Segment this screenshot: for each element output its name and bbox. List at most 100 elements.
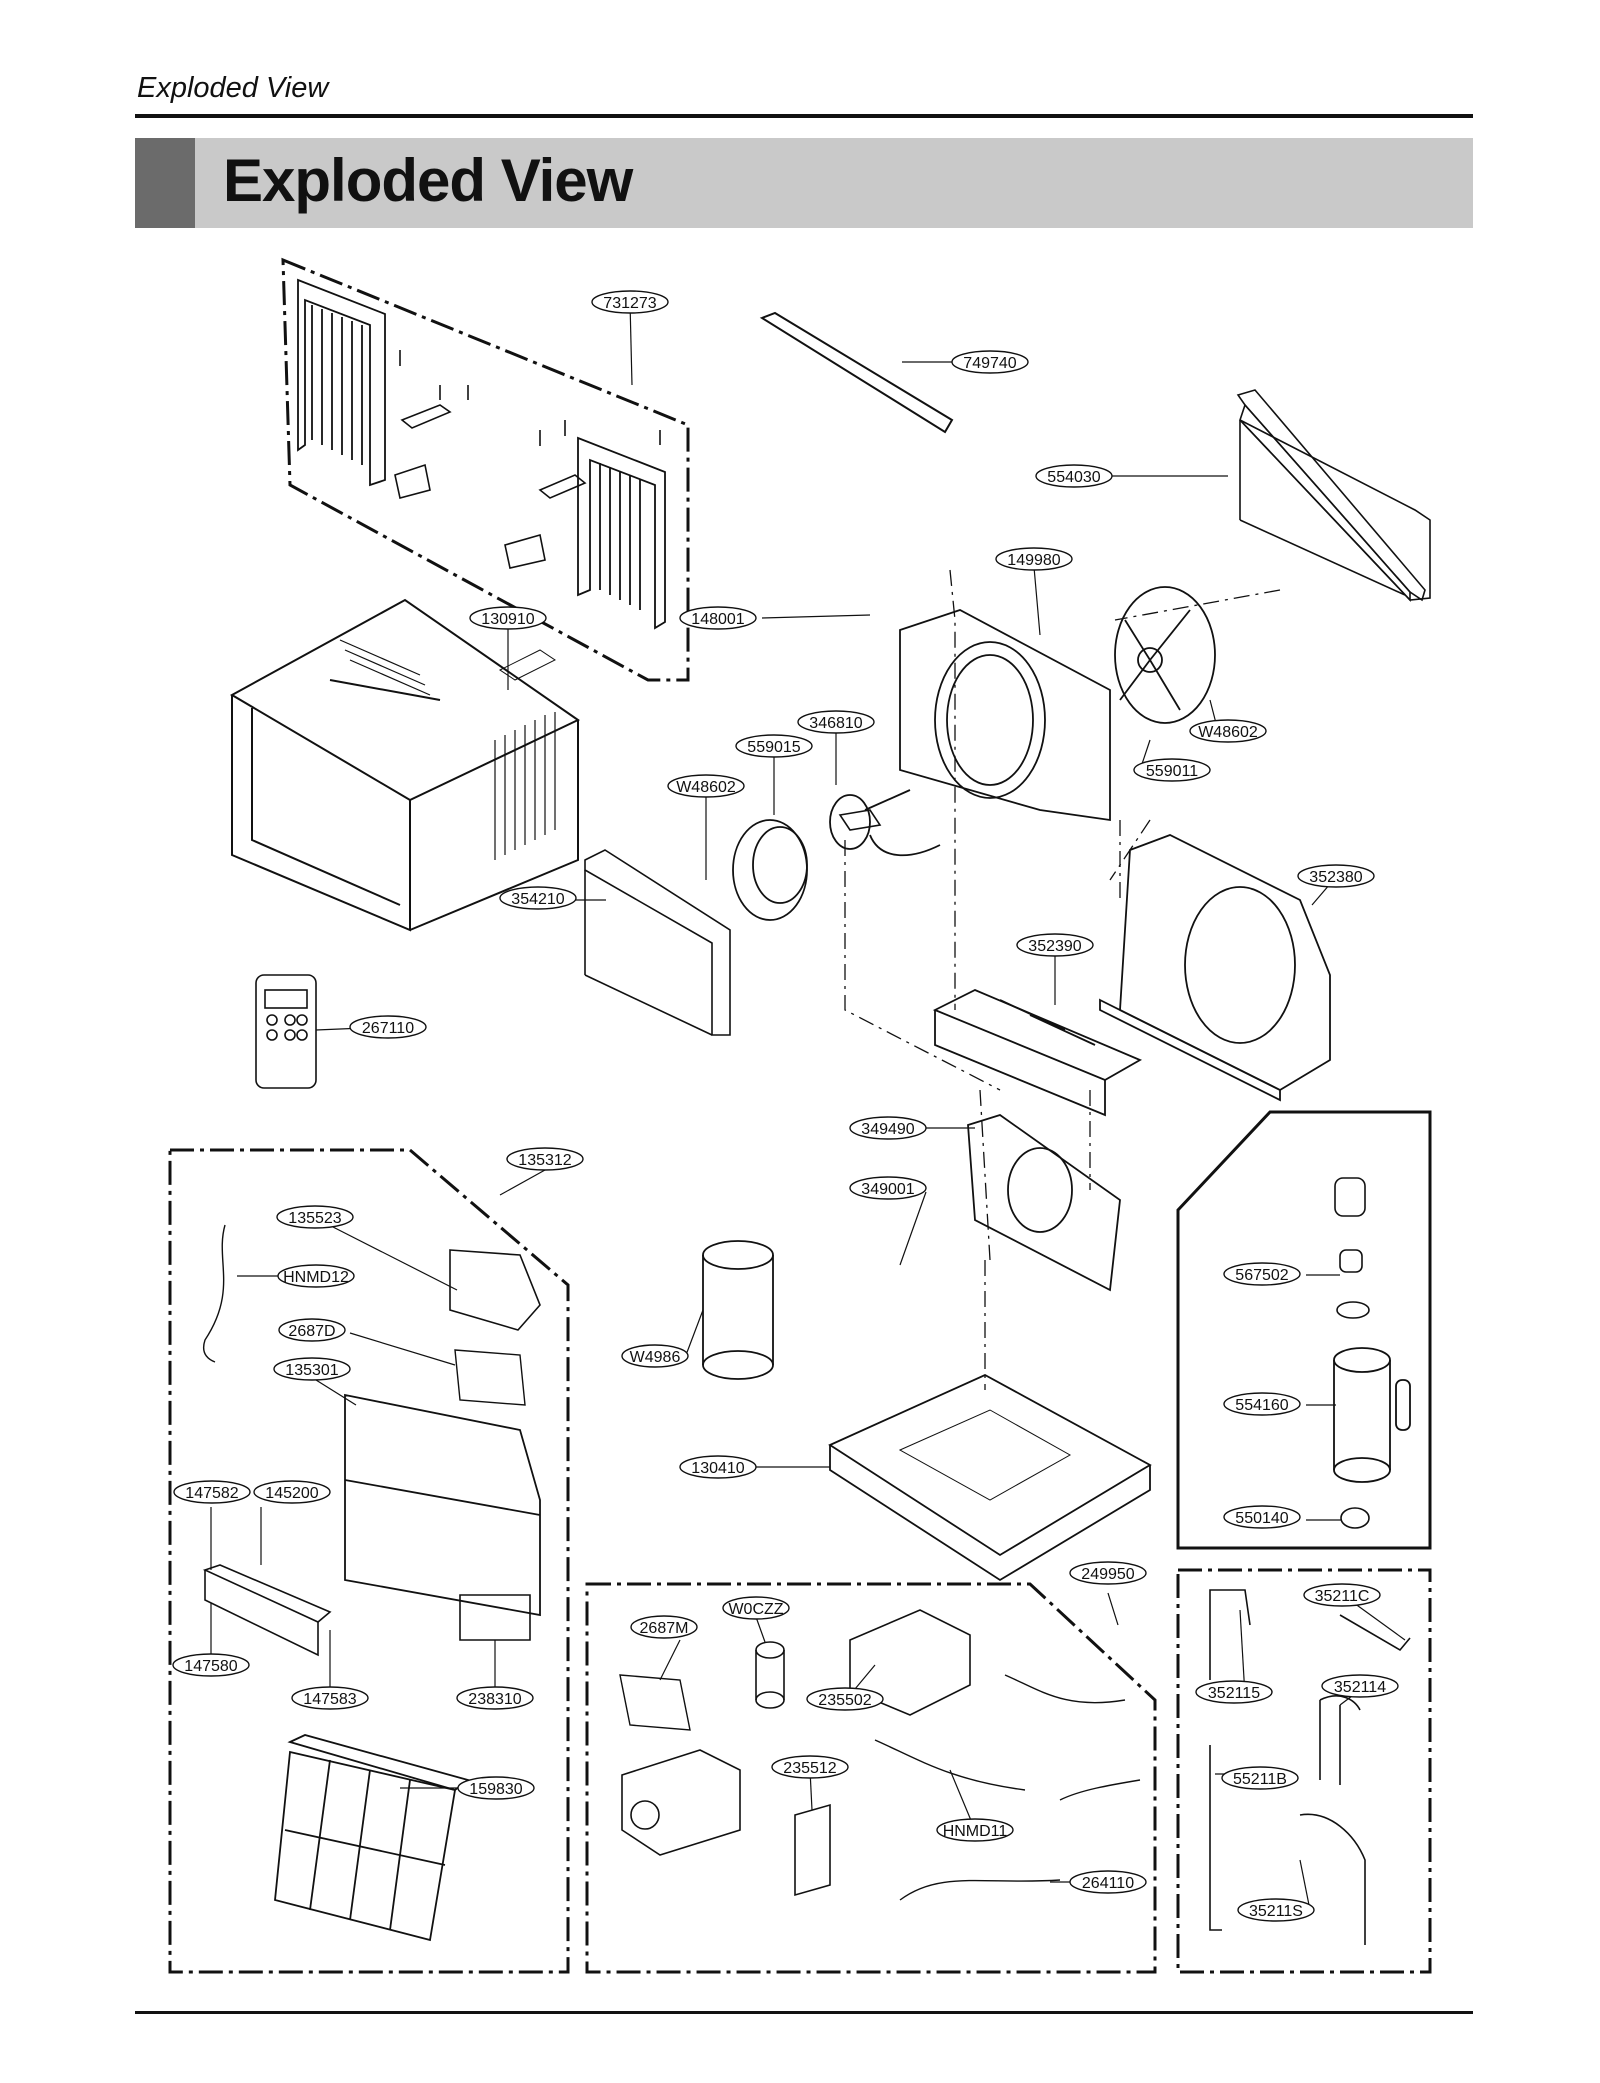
part-callout-238310: 238310 [456, 1686, 534, 1710]
part-callout-135312: 135312 [506, 1147, 584, 1171]
base-pan [828, 1373, 1152, 1582]
part-callout-bubble [951, 350, 1029, 374]
part-callout-147582: 147582 [173, 1480, 251, 1504]
part-number-label: 550140 [1235, 1510, 1288, 1527]
tubing-352115 [1209, 1589, 1251, 1680]
part-callout-bubble [936, 1818, 1014, 1842]
part-number-label: 135523 [288, 1210, 341, 1227]
part-callout-w48602b: W48602 [1189, 719, 1267, 743]
part-number-label: 147580 [184, 1658, 237, 1675]
part-number-label: 235512 [783, 1760, 836, 1777]
part-number-label: 148001 [691, 611, 744, 628]
part-callout-352115: 352115 [1195, 1680, 1273, 1704]
part-callout-346810: 346810 [797, 710, 875, 734]
part-callout-bubble [1303, 1583, 1381, 1607]
part-callout-135301: 135301 [273, 1357, 351, 1381]
part-callout-559011: 559011 [1133, 758, 1211, 782]
part-callout-235502: 235502 [806, 1687, 884, 1711]
part-callout-bubble [499, 886, 577, 910]
part-callout-147583: 147583 [291, 1686, 369, 1710]
part-callout-264110: 264110 [1069, 1870, 1147, 1894]
part-callout-148001: 148001 [679, 606, 757, 630]
running-header: Exploded View [137, 72, 329, 104]
condenser-coil [1236, 389, 1431, 603]
part-number-label: 130410 [691, 1460, 744, 1477]
tubing-group-boundary [1176, 1568, 1432, 1974]
part-number-label: 349001 [861, 1181, 914, 1198]
harness-hnmd12 [203, 1224, 226, 1363]
part-callout-352390: 352390 [1016, 933, 1094, 957]
front-grille [344, 1393, 541, 1617]
part-callout-235512: 235512 [771, 1755, 849, 1779]
part-number-label: 159830 [469, 1781, 522, 1798]
part-callout-w4986: W4986 [621, 1344, 689, 1368]
part-callout-550140: 550140 [1223, 1505, 1301, 1529]
part-callout-bubble [1069, 1870, 1147, 1894]
part-callout-2687m: 2687M [630, 1615, 698, 1639]
part-callout-2687d: 2687D [278, 1318, 346, 1342]
blower-wheel [732, 819, 808, 921]
part-number-label: 149980 [1007, 552, 1060, 569]
part-callout-bubble [1195, 1680, 1273, 1704]
control-group-boundary [168, 1148, 570, 1974]
part-callout-bubble [506, 1147, 584, 1171]
part-number-label: 267110 [362, 1020, 414, 1037]
part-callout-349490: 349490 [849, 1116, 927, 1140]
assembly-guides [844, 569, 1281, 1390]
part-callout-135523: 135523 [276, 1205, 354, 1229]
part-callout-bubble [469, 606, 547, 630]
part-callout-bubble [456, 1686, 534, 1710]
part-callout-bubble [349, 1015, 427, 1039]
part-number-label: 554030 [1047, 469, 1100, 486]
part-number-label: 349490 [861, 1121, 914, 1138]
part-number-label: 135312 [518, 1152, 571, 1169]
part-callout-349001: 349001 [849, 1176, 927, 1200]
part-number-label: 554160 [1235, 1397, 1288, 1414]
title-tab [135, 138, 195, 228]
fan-shroud [899, 609, 1111, 822]
part-callout-bubble [457, 1776, 535, 1800]
part-number-label: 346810 [809, 715, 862, 732]
run-capacitor [755, 1641, 785, 1709]
part-callout-bubble [995, 547, 1073, 571]
evaporator-coil [584, 849, 731, 1036]
relay-235512 [794, 1803, 831, 1897]
part-number-label: 2687D [288, 1323, 335, 1340]
part-number-label: W48602 [1198, 724, 1258, 741]
part-callout-bubble [278, 1318, 346, 1342]
part-callout-bubble [797, 710, 875, 734]
part-callout-354210: 354210 [499, 886, 577, 910]
pcb-2687D [454, 1349, 526, 1406]
tubing-55211B [1209, 1745, 1222, 1931]
part-number-label: 135301 [285, 1362, 338, 1379]
page-title: Exploded View [223, 147, 633, 214]
title-band: Exploded View [135, 138, 1473, 228]
cabinet [229, 598, 580, 932]
part-number-label: 145200 [265, 1485, 318, 1502]
bracket-kit-boundary [281, 257, 690, 682]
part-callout-731273: 731273 [591, 290, 669, 314]
part-callout-bubble [1133, 758, 1211, 782]
mounting-brackets [394, 350, 661, 569]
part-callout-749740: 749740 [951, 350, 1029, 374]
part-number-label: 249950 [1081, 1566, 1134, 1583]
part-number-label: 352380 [1309, 869, 1362, 886]
part-number-label: 235502 [818, 1692, 871, 1709]
part-number-label: 352114 [1334, 1679, 1386, 1696]
air-filter [274, 1734, 470, 1942]
part-callout-bubble [735, 734, 813, 758]
tubing-352114 [1319, 1695, 1361, 1785]
part-number-label: 264110 [1082, 1875, 1134, 1892]
part-callout-bubble [849, 1116, 927, 1140]
part-number-label: 147582 [185, 1485, 238, 1502]
mount-550140 [1340, 1507, 1370, 1529]
window-side-panel-right [577, 436, 666, 630]
part-callout-267110: 267110 [349, 1015, 427, 1039]
part-callout-bubble [1223, 1392, 1301, 1416]
part-callout-352114: 352114 [1321, 1674, 1399, 1698]
part-number-label: 352390 [1028, 938, 1081, 955]
window-side-panel-left [297, 278, 386, 487]
part-number-label: 731273 [603, 295, 656, 312]
part-callout-bubble [1223, 1505, 1301, 1529]
